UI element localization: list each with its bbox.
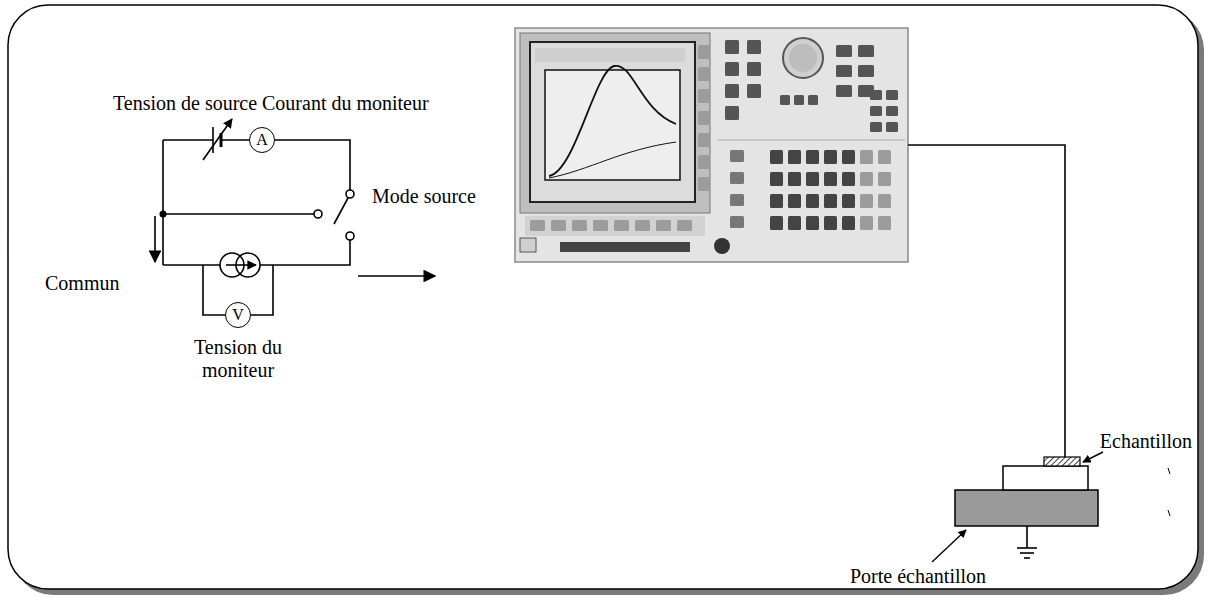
instrument-button [572,220,587,231]
instrument-button [886,90,898,100]
instrument-button [730,194,744,206]
instrument-button [770,172,783,186]
junction-dot [160,211,167,218]
leader-line [932,530,966,562]
instrument-button [677,220,692,231]
instrument-button [698,155,710,169]
voltmeter-symbol: V [225,302,251,328]
instrument-button [747,62,761,76]
instrument-button [770,150,783,164]
probe-cable [908,145,1065,458]
instrument-button [656,220,671,231]
source-mode-label: Mode source [372,185,476,208]
instrument-button [725,62,739,76]
tick-mark [1168,468,1170,474]
instrument-button [858,65,874,77]
instrument-button [698,89,710,103]
instrument-button [614,220,629,231]
monitor-voltage-label: Tension du moniteur [186,336,290,382]
instrument-button [698,67,710,81]
instrument-button [886,106,898,116]
instrument-button [698,133,710,147]
frame [8,5,1198,589]
ammeter-symbol: A [249,127,275,153]
instrument-button [788,194,801,208]
sample [1044,457,1080,466]
instrument-button [878,150,891,164]
sample-holder [955,490,1098,526]
instrument-button [806,216,819,230]
signal-arrow [358,275,435,277]
instrument-button [878,216,891,230]
instrument-button [725,106,739,120]
circuit-schematic [155,119,354,315]
instrument-button [824,194,837,208]
parameter-analyzer [515,28,908,262]
instrument-button [635,220,650,231]
instrument-button [824,172,837,186]
instrument-button [878,172,891,186]
meter-letter: A [256,132,268,148]
instrument-button [860,216,873,230]
instrument-button [698,45,710,59]
instrument-button [806,172,819,186]
instrument-button [824,150,837,164]
instrument-button [730,172,744,184]
instrument-button [747,84,761,98]
instrument-button [551,220,566,231]
instrument-button [725,84,739,98]
instrument-button [860,150,873,164]
instrument-button [870,90,882,100]
source-voltage-label: Tension de source [113,92,257,115]
instrument-button [858,45,874,57]
instrument-button [842,172,855,186]
instrument-button [780,95,790,105]
holder-label: Porte échantillon [850,565,986,588]
monitor-current-label: Courant du moniteur [262,92,429,115]
instrument-button [747,40,761,54]
instrument-button [860,172,873,186]
common-label: Commun [45,272,119,295]
instrument-button [806,194,819,208]
instrument-button [878,194,891,208]
instrument-button [770,194,783,208]
instrument-button [593,220,608,231]
instrument-button [530,220,545,231]
instrument-button [886,122,898,132]
instrument-button [836,45,852,57]
instrument-button [836,65,852,77]
instrument-button [698,177,710,191]
tick-mark [1168,510,1170,516]
instrument-button [860,194,873,208]
ground-symbol [1017,526,1037,558]
instrument-button [730,150,744,162]
instrument-button [806,150,819,164]
sample-pedestal [1003,466,1088,490]
instrument-button [870,106,882,116]
instrument-button [725,40,739,54]
instrument-button [730,216,744,228]
instrument-button [794,95,804,105]
instrument-button [842,150,855,164]
instrument-button [788,172,801,186]
instrument-button [808,95,818,105]
meter-letter: V [232,307,244,323]
instrument-button [824,216,837,230]
instrument-button [842,216,855,230]
instrument-button [836,85,852,97]
instrument-button [770,216,783,230]
instrument-button [870,122,882,132]
instrument-button [788,150,801,164]
sample-label: Echantillon [1100,430,1192,453]
instrument-button [788,216,801,230]
leader-line [1083,452,1103,462]
instrument-button [698,111,710,125]
instrument-button [842,194,855,208]
